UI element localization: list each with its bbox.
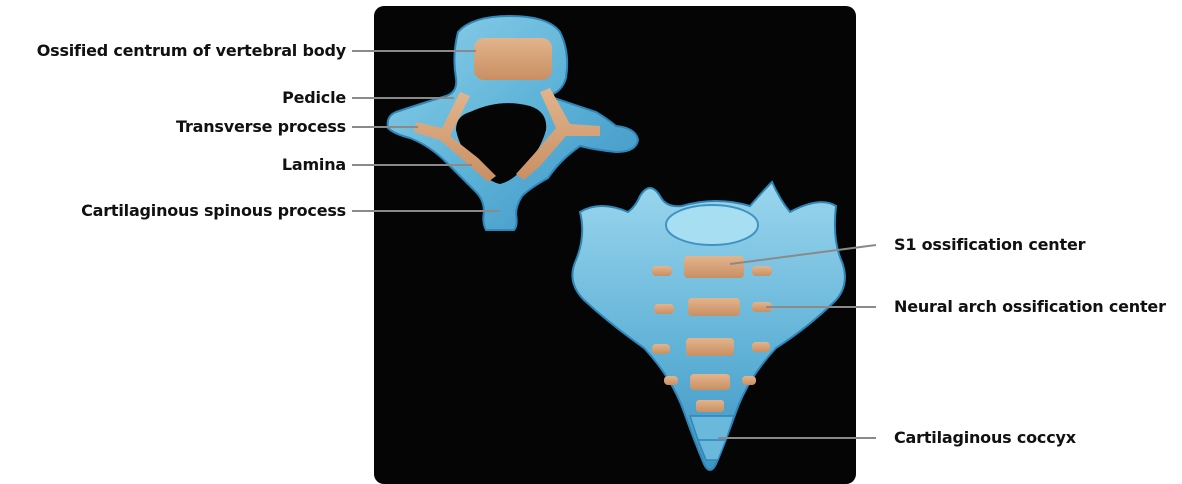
ossified-centrum [474, 38, 552, 80]
neural-arch-center [652, 344, 670, 354]
s4-ossification-center [690, 374, 730, 390]
s2-ossification-center [688, 298, 740, 316]
neural-arch-center [742, 376, 756, 385]
neural-arch-center [654, 304, 674, 314]
label-cartilaginous-coccyx: Cartilaginous coccyx [894, 428, 1076, 448]
label-pedicle: Pedicle [282, 88, 346, 108]
label-transverse-process: Transverse process [176, 117, 346, 137]
s3-ossification-center [686, 338, 734, 356]
label-cartilaginous-spinous-process: Cartilaginous spinous process [81, 201, 346, 221]
label-lamina: Lamina [282, 155, 346, 175]
neural-arch-center [752, 266, 772, 276]
s1-body-top [666, 205, 758, 245]
label-ossified-centrum: Ossified centrum of vertebral body [37, 41, 346, 61]
label-neural-arch-ossification-center: Neural arch ossification center [894, 297, 1166, 317]
neural-arch-center [664, 376, 678, 385]
neural-arch-center [652, 266, 672, 276]
s5-ossification-center [696, 400, 724, 412]
s1-ossification-center [684, 256, 744, 278]
neural-arch-center [752, 342, 770, 352]
label-s1-ossification-center: S1 ossification center [894, 235, 1085, 255]
